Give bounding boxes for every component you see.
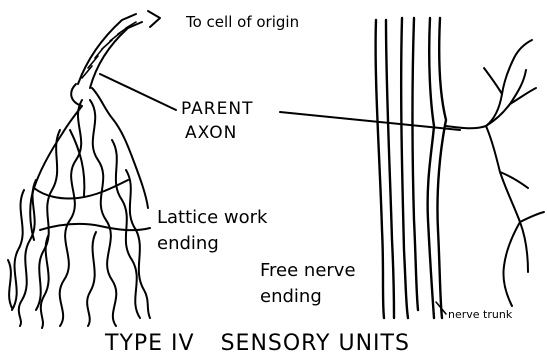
label-parent: PARENT <box>181 101 253 118</box>
nerve-trunk <box>376 18 446 318</box>
label-axon: AXON <box>185 125 237 142</box>
lattice-work-ending <box>8 84 150 328</box>
arrow-to-cell-of-origin <box>148 11 160 27</box>
diagram-title: TYPE IV SENSORY UNITS <box>105 333 410 355</box>
title-sensory-units: SENSORY UNITS <box>221 331 410 356</box>
parent-axon-sheath <box>78 14 142 88</box>
label-lattice-work: Lattice work <box>157 209 267 227</box>
label-free-ending: ending <box>260 288 322 306</box>
label-lattice-ending: ending <box>157 235 219 253</box>
label-nerve-trunk: nerve trunk <box>448 309 512 320</box>
label-to-cell-of-origin: To cell of origin <box>186 15 299 30</box>
free-nerve-ending <box>446 40 544 306</box>
pointer-to-sheath <box>100 74 176 110</box>
title-type: TYPE IV <box>105 331 195 356</box>
label-free-nerve: Free nerve <box>260 262 356 280</box>
